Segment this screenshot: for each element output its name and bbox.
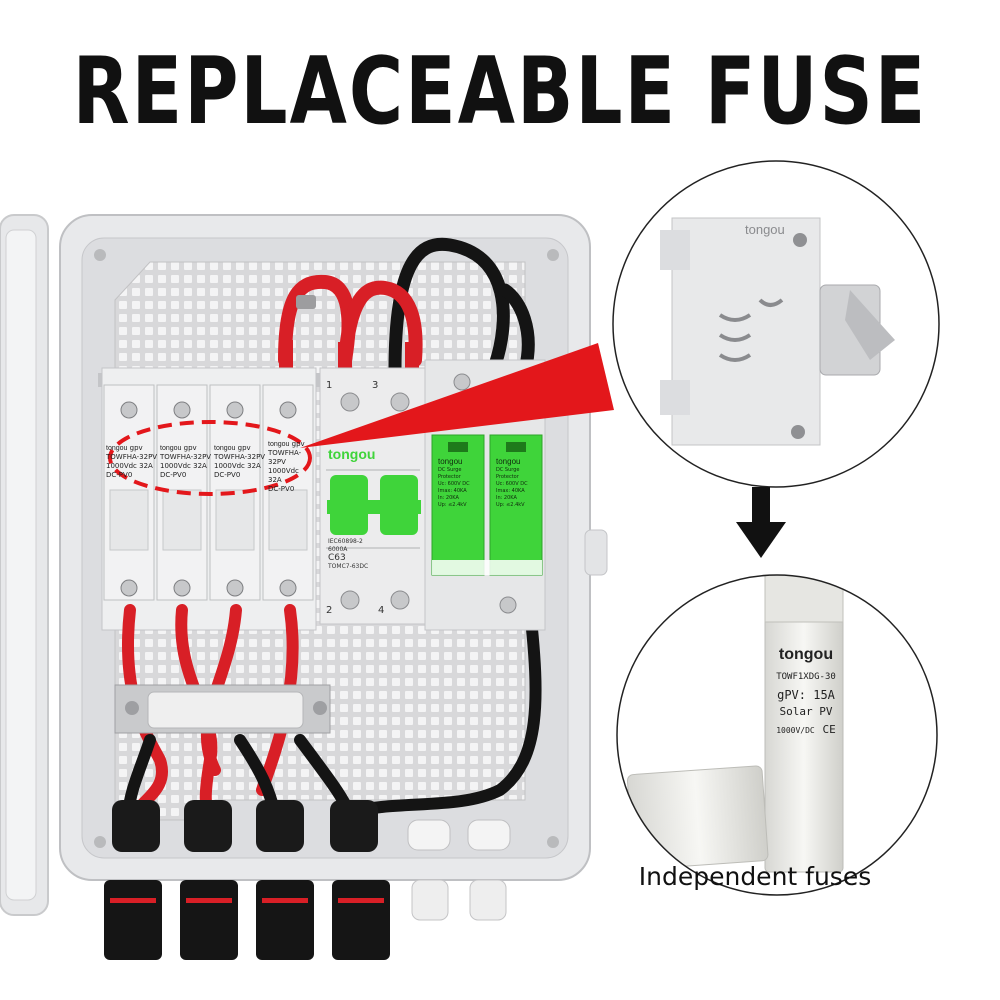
fuse-closeup xyxy=(616,574,938,896)
fuse-holder-cover[interactable] xyxy=(109,489,149,551)
terminal-screw-icon xyxy=(120,401,138,419)
terminal-block xyxy=(114,684,331,734)
terminal-screw-icon xyxy=(226,401,244,419)
terminal-screw-icon xyxy=(279,401,297,419)
red-jumper-cables xyxy=(278,274,423,370)
caption: Independent fuses xyxy=(638,862,872,891)
fuse-holder-cover[interactable] xyxy=(268,489,308,551)
mc4-connectors xyxy=(104,879,507,960)
terminal-screw-icon xyxy=(226,579,244,597)
highlight-beam xyxy=(300,343,614,448)
fuse-holder-cover[interactable] xyxy=(162,489,202,551)
dc-breaker xyxy=(319,367,427,625)
terminal-screw-icon xyxy=(173,579,191,597)
terminal-screw-icon xyxy=(120,579,138,597)
highlight-ellipse xyxy=(108,420,312,496)
fuse-holder-closeup xyxy=(612,160,940,488)
fuse-holder-group xyxy=(101,367,317,631)
fuse-holder xyxy=(103,384,314,601)
terminal-screw-icon xyxy=(279,579,297,597)
down-arrow-icon xyxy=(736,487,786,558)
cable-glands xyxy=(112,800,511,852)
enclosure-lid xyxy=(0,214,49,916)
terminal-screw-icon xyxy=(173,401,191,419)
headline: REPLACEABLE FUSE xyxy=(72,38,928,146)
fuse-holder-cover[interactable] xyxy=(215,489,255,551)
